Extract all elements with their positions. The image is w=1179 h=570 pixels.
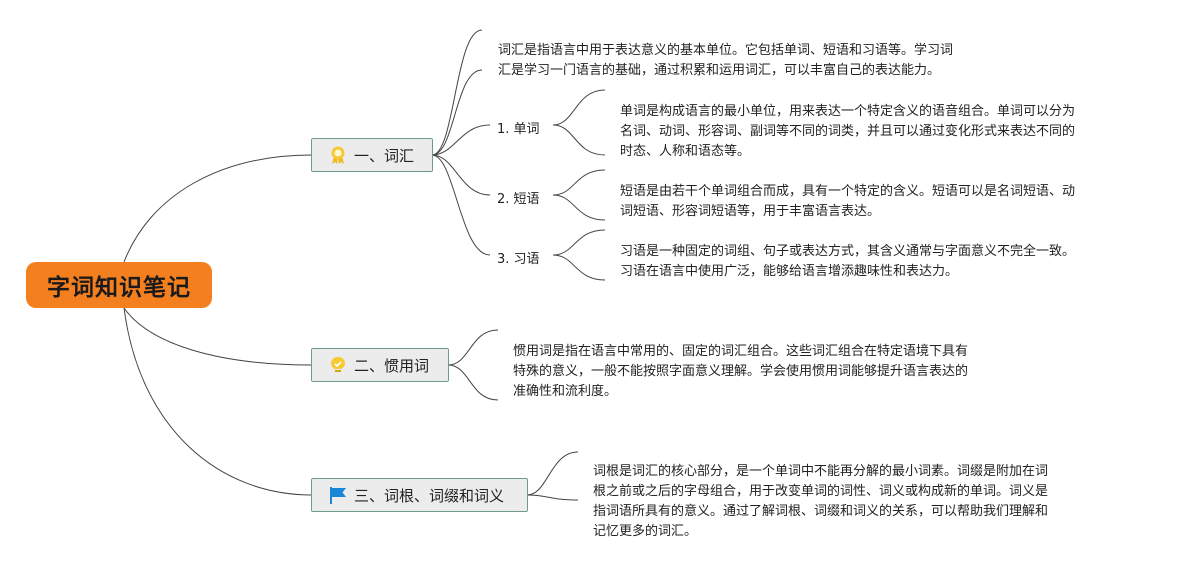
lightbulb-icon [328, 355, 348, 375]
branch-label: 一、词汇 [354, 146, 415, 165]
root-topic[interactable]: 字词知识笔记 [26, 262, 212, 308]
note-idiomatic-words: 惯用词是指在语言中常用的、固定的词汇组合。这些词汇组合在特定语境下具有 特殊的意… [513, 344, 969, 399]
note-roots-affixes-meaning: 词根是词汇的核心部分，是一个单词中不能再分解的最小词素。词缀是附加在词 根之前或… [593, 464, 1049, 539]
branch-vocabulary[interactable]: 一、词汇 [311, 138, 433, 172]
branch-roots-affixes-meaning[interactable]: 三、词根、词缀和词义 [311, 478, 528, 512]
note-idiom: 习语是一种固定的词组、句子或表达方式，其含义通常与字面意义不完全一致。 习语在语… [620, 244, 1076, 279]
subtopic-phrase[interactable]: 2. 短语 [497, 192, 540, 207]
root-title: 字词知识笔记 [47, 275, 191, 301]
note-word: 单词是构成语言的最小单位，用来表达一个特定含义的语音组合。单词可以分为 名词、动… [620, 104, 1076, 159]
subtopic-idiom[interactable]: 3. 习语 [497, 252, 540, 267]
subtopic-word[interactable]: 1. 单词 [497, 122, 540, 137]
note-vocabulary: 词汇是指语言中用于表达意义的基本单位。它包括单词、短语和习语等。学习词 汇是学习… [498, 43, 954, 78]
branch-label: 二、惯用词 [354, 356, 430, 375]
branch-label: 三、词根、词缀和词义 [354, 486, 505, 505]
branch-idiomatic-words[interactable]: 二、惯用词 [311, 348, 449, 382]
award-ribbon-icon [328, 145, 348, 165]
flag-icon [328, 485, 348, 505]
note-phrase: 短语是由若干个单词组合而成，具有一个特定的含义。短语可以是名词短语、动 词短语、… [620, 184, 1076, 219]
